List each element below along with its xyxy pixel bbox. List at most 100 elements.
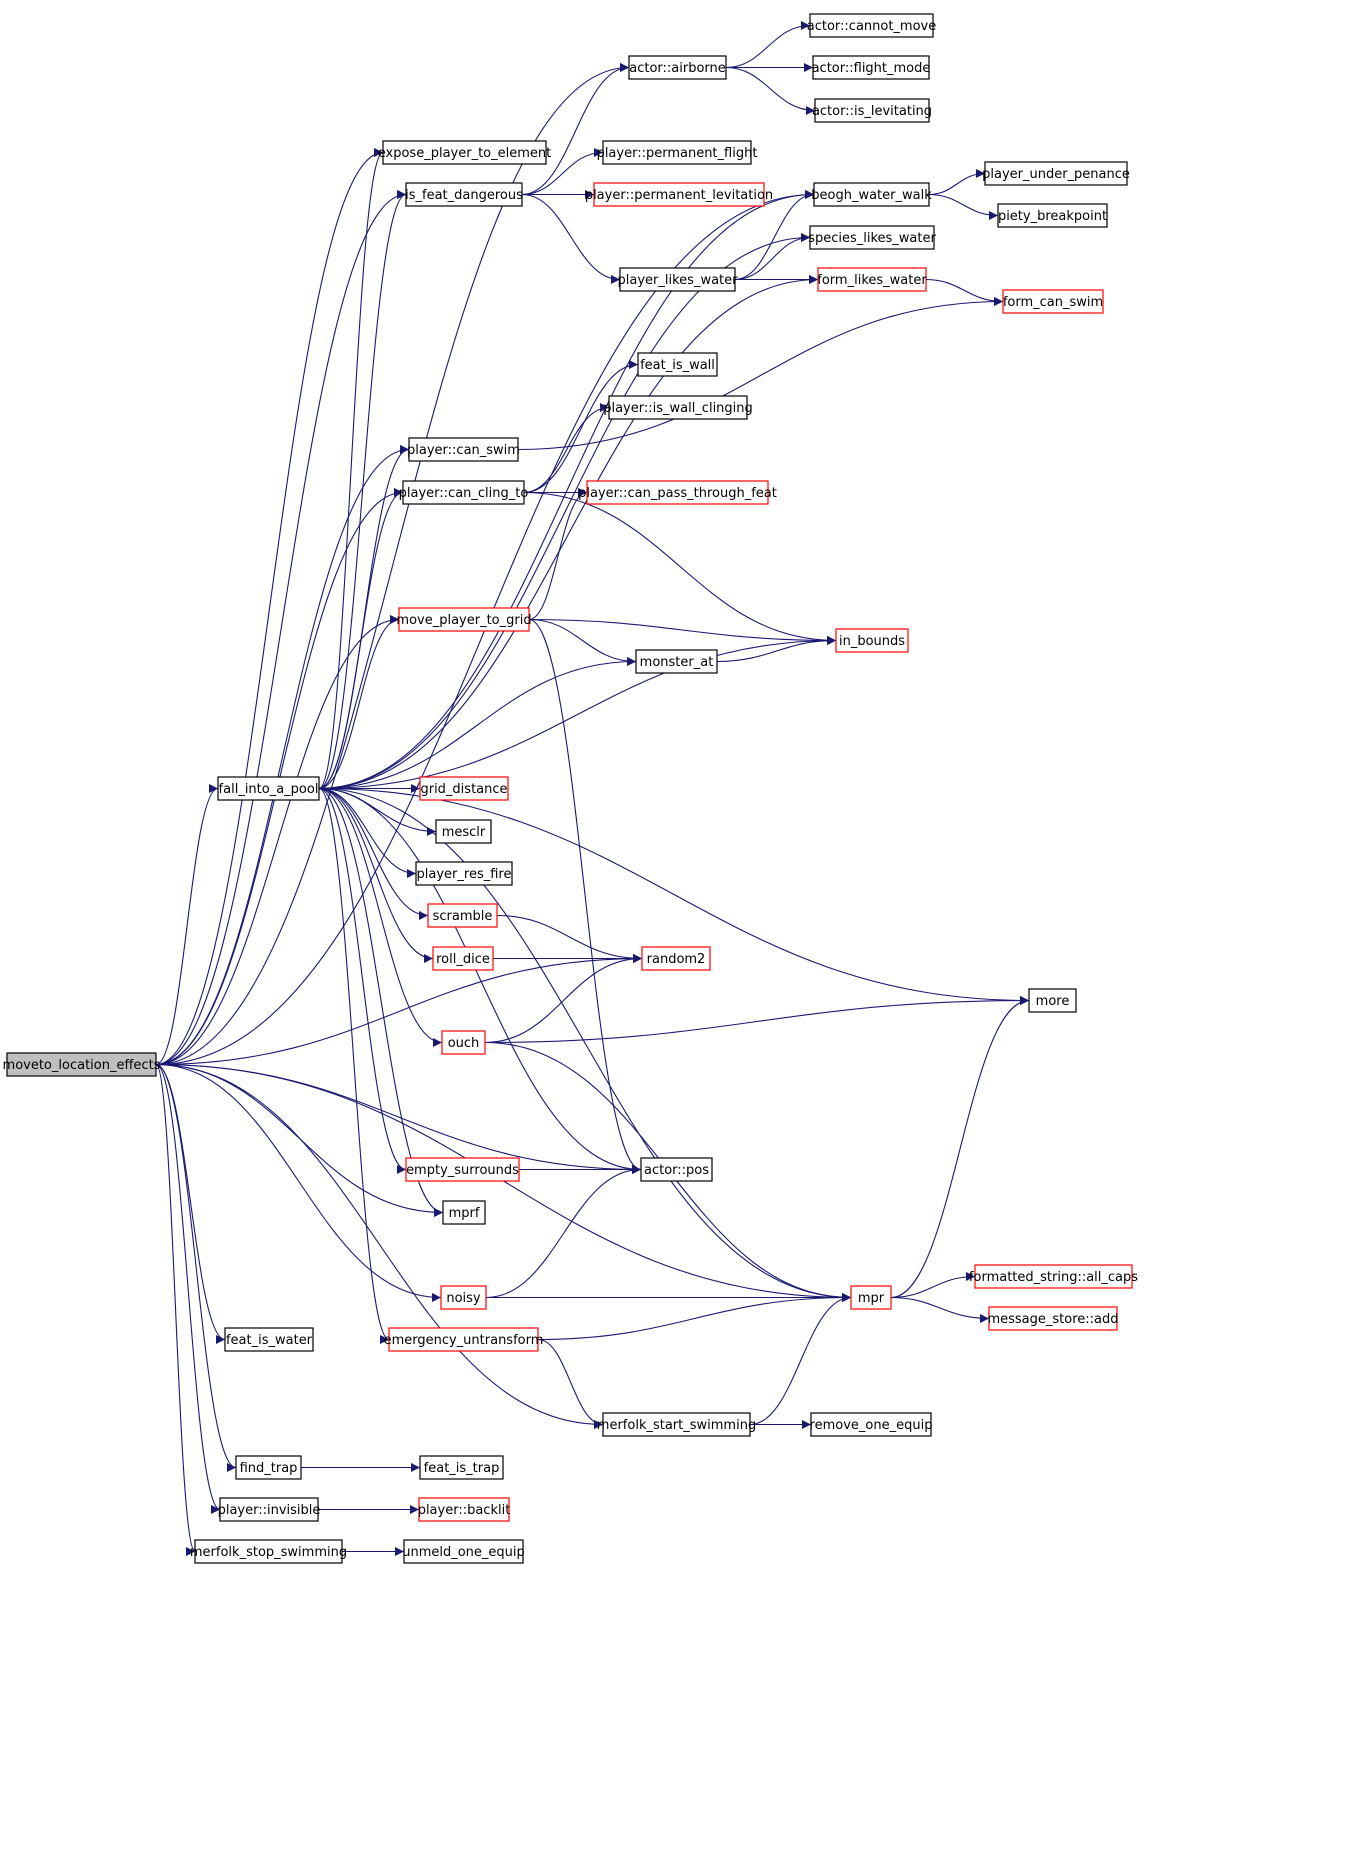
node-box[interactable]	[419, 776, 509, 801]
node-box[interactable]	[813, 182, 930, 207]
node-remove-one-equip[interactable]: remove_one_equip	[810, 1412, 933, 1437]
node-player-can-swim[interactable]: player::can_swim	[407, 437, 520, 462]
node-box[interactable]	[988, 1306, 1118, 1331]
node-box[interactable]	[408, 437, 519, 462]
node-emergency-untransform[interactable]: emergency_untransform	[384, 1327, 544, 1352]
node-box[interactable]	[641, 946, 711, 971]
node-box[interactable]	[602, 140, 752, 165]
node-player-under-penance[interactable]: player_under_penance	[982, 161, 1130, 186]
node-merfolk-stop-swimming[interactable]: merfolk_stop_swimming	[190, 1539, 347, 1564]
node-noisy[interactable]: noisy	[440, 1285, 487, 1310]
node-player-invisible[interactable]: player::invisible	[218, 1497, 321, 1522]
node-move-player-to-grid[interactable]: move_player_to_grid	[396, 607, 532, 632]
node-box[interactable]	[809, 13, 934, 38]
node-scramble[interactable]: scramble	[427, 903, 498, 928]
node-box[interactable]	[812, 55, 930, 80]
node-box[interactable]	[398, 607, 530, 632]
node-box[interactable]	[403, 1539, 524, 1564]
node-unmeld-one-equip[interactable]: unmeld_one_equip	[402, 1539, 525, 1564]
node-player-backlit[interactable]: player::backlit	[418, 1497, 511, 1522]
node-box[interactable]	[194, 1539, 343, 1564]
node-box[interactable]	[440, 1285, 487, 1310]
node-beogh-water-walk[interactable]: beogh_water_walk	[811, 182, 932, 207]
node-empty-surrounds[interactable]: empty_surrounds	[405, 1157, 520, 1182]
node-box[interactable]	[608, 395, 748, 420]
node-actor-flight-mode[interactable]: actor::flight_mode	[812, 55, 931, 80]
node-box[interactable]	[602, 1412, 751, 1437]
node-roll-dice[interactable]: roll_dice	[432, 946, 494, 971]
node-box[interactable]	[628, 55, 727, 80]
node-monster-at[interactable]: monster_at	[635, 649, 718, 674]
node-box[interactable]	[810, 1412, 932, 1437]
node-actor-cannot-move[interactable]: actor::cannot_move	[807, 13, 937, 38]
node-player-is-wall-clinging[interactable]: player::is_wall_clinging	[603, 395, 753, 420]
node-form-can-swim[interactable]: form_can_swim	[1002, 289, 1104, 314]
node-box[interactable]	[432, 946, 494, 971]
node-box[interactable]	[219, 1497, 319, 1522]
node-is-feat-dangerous[interactable]: is_feat_dangerous	[405, 182, 523, 207]
node-more[interactable]: more	[1028, 988, 1077, 1013]
node-player-likes-water[interactable]: player_likes_water	[618, 267, 739, 292]
node-random2[interactable]: random2	[641, 946, 711, 971]
node-box[interactable]	[835, 628, 909, 653]
node-ouch[interactable]: ouch	[441, 1030, 486, 1055]
node-box[interactable]	[418, 1497, 510, 1522]
node-box[interactable]	[635, 649, 718, 674]
node-box[interactable]	[817, 267, 927, 292]
node-form-likes-water[interactable]: form_likes_water	[817, 267, 927, 292]
node-box[interactable]	[388, 1327, 539, 1352]
node-feat-is-wall[interactable]: feat_is_wall	[637, 352, 718, 377]
node-box[interactable]	[974, 1264, 1133, 1289]
node-player-can-pass-through-feat[interactable]: player::can_pass_through_feat	[578, 480, 777, 505]
node-box[interactable]	[419, 1455, 504, 1480]
node-mprf[interactable]: mprf	[442, 1200, 486, 1225]
node-actor-pos[interactable]: actor::pos	[640, 1157, 713, 1182]
node-box[interactable]	[593, 182, 765, 207]
node-feat-is-water[interactable]: feat_is_water	[224, 1327, 314, 1352]
node-box[interactable]	[442, 1200, 486, 1225]
node-box[interactable]	[415, 861, 513, 886]
node-box[interactable]	[441, 1030, 486, 1055]
node-formatted-string-all-caps[interactable]: formatted_string::all_caps	[969, 1264, 1138, 1289]
node-feat-is-trap[interactable]: feat_is_trap	[419, 1455, 504, 1480]
node-player-res-fire[interactable]: player_res_fire	[415, 861, 513, 886]
node-grid-distance[interactable]: grid_distance	[419, 776, 509, 801]
node-box[interactable]	[382, 140, 547, 165]
node-actor-is-levitating[interactable]: actor::is_levitating	[812, 98, 932, 123]
node-box[interactable]	[586, 480, 769, 505]
node-box[interactable]	[224, 1327, 314, 1352]
node-expose-player-to-element[interactable]: expose_player_to_element	[378, 140, 551, 165]
node-box[interactable]	[435, 819, 492, 844]
node-mesclr[interactable]: mesclr	[435, 819, 492, 844]
node-player-permanent-flight[interactable]: player::permanent_flight	[597, 140, 758, 165]
node-moveto-location-effects[interactable]: moveto_location_effects	[3, 1052, 161, 1077]
node-box[interactable]	[640, 1157, 713, 1182]
node-box[interactable]	[217, 776, 320, 801]
node-box[interactable]	[6, 1052, 157, 1077]
node-find-trap[interactable]: find_trap	[235, 1455, 302, 1480]
node-box[interactable]	[809, 225, 935, 250]
node-box[interactable]	[850, 1285, 892, 1310]
node-box[interactable]	[402, 480, 525, 505]
node-in-bounds[interactable]: in_bounds	[835, 628, 909, 653]
node-box[interactable]	[997, 203, 1108, 228]
node-mpr[interactable]: mpr	[850, 1285, 892, 1310]
node-merfolk-start-swimming[interactable]: merfolk_start_swimming	[597, 1412, 756, 1437]
node-box[interactable]	[1002, 289, 1104, 314]
node-box[interactable]	[984, 161, 1128, 186]
node-actor-airborne[interactable]: actor::airborne	[628, 55, 727, 80]
node-box[interactable]	[637, 352, 718, 377]
node-fall-into-a-pool[interactable]: fall_into_a_pool	[217, 776, 320, 801]
node-message-store-add[interactable]: message_store::add	[987, 1306, 1119, 1331]
node-player-can-cling-to[interactable]: player::can_cling_to	[399, 480, 529, 505]
node-piety-breakpoint[interactable]: piety_breakpoint	[997, 203, 1108, 228]
node-box[interactable]	[405, 1157, 520, 1182]
node-species-likes-water[interactable]: species_likes_water	[808, 225, 936, 250]
node-box[interactable]	[405, 182, 523, 207]
node-player-permanent-levitation[interactable]: player::permanent_levitation	[585, 182, 773, 207]
node-box[interactable]	[814, 98, 930, 123]
node-box[interactable]	[235, 1455, 302, 1480]
node-box[interactable]	[1028, 988, 1077, 1013]
node-box[interactable]	[427, 903, 498, 928]
node-box[interactable]	[619, 267, 736, 292]
